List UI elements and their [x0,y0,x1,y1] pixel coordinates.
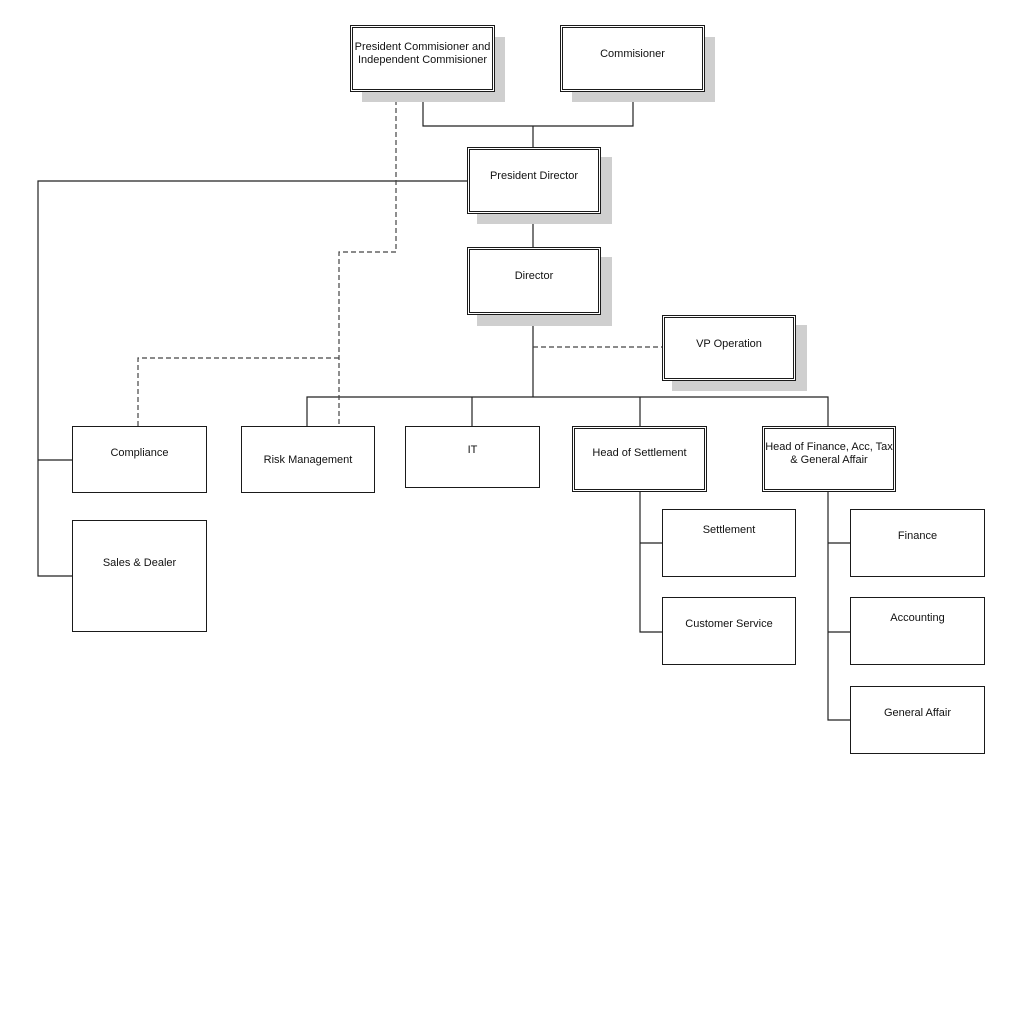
connector-settlement-branch [639,491,662,633]
node-label: President Commisioner and Independent Co… [354,41,491,66]
node-head-settlement[interactable]: Head of Settlement [572,426,707,492]
node-label: Director [514,270,554,282]
node-director[interactable]: Director [467,247,601,315]
node-label: Compliance [110,447,169,459]
node-sales-dealer[interactable]: Sales & Dealer [72,520,207,632]
node-label: Risk Management [263,454,353,466]
node-label: General Affair [883,707,952,719]
node-label: Customer Service [685,618,773,630]
node-risk-management[interactable]: Risk Management [241,426,375,493]
node-finance[interactable]: Finance [850,509,985,577]
connector-finance-branch [827,491,850,721]
connector-commissioners [422,92,634,127]
node-label: Sales & Dealer [102,557,177,569]
node-president-commissioner[interactable]: President Commisioner and Independent Co… [350,25,495,92]
dashed-commissioner-oversight [338,92,397,426]
node-commissioner[interactable]: Commisioner [560,25,705,92]
node-vp-operation[interactable]: VP Operation [662,315,796,381]
node-label: President Director [489,170,579,182]
node-label: Accounting [890,612,945,624]
node-label: Head of Settlement [592,447,687,459]
node-accounting[interactable]: Accounting [850,597,985,665]
node-label: Commisioner [600,48,665,60]
node-it[interactable]: IT [405,426,540,488]
node-customer-service[interactable]: Customer Service [662,597,796,665]
node-label: Head of Finance, Acc, Tax & General Affa… [765,441,893,466]
node-label: VP Operation [696,338,762,350]
node-head-finance[interactable]: Head of Finance, Acc, Tax & General Affa… [762,426,896,492]
node-general-affair[interactable]: General Affair [850,686,985,754]
node-president-director[interactable]: President Director [467,147,601,214]
connector-president-director-left-trunk [37,180,467,577]
node-compliance[interactable]: Compliance [72,426,207,493]
node-settlement[interactable]: Settlement [662,509,796,577]
node-label: IT [467,444,478,456]
dashed-to-compliance [137,357,339,426]
connector-department-bus [306,396,829,426]
node-label: Settlement [702,524,756,536]
node-label: Finance [897,530,938,542]
